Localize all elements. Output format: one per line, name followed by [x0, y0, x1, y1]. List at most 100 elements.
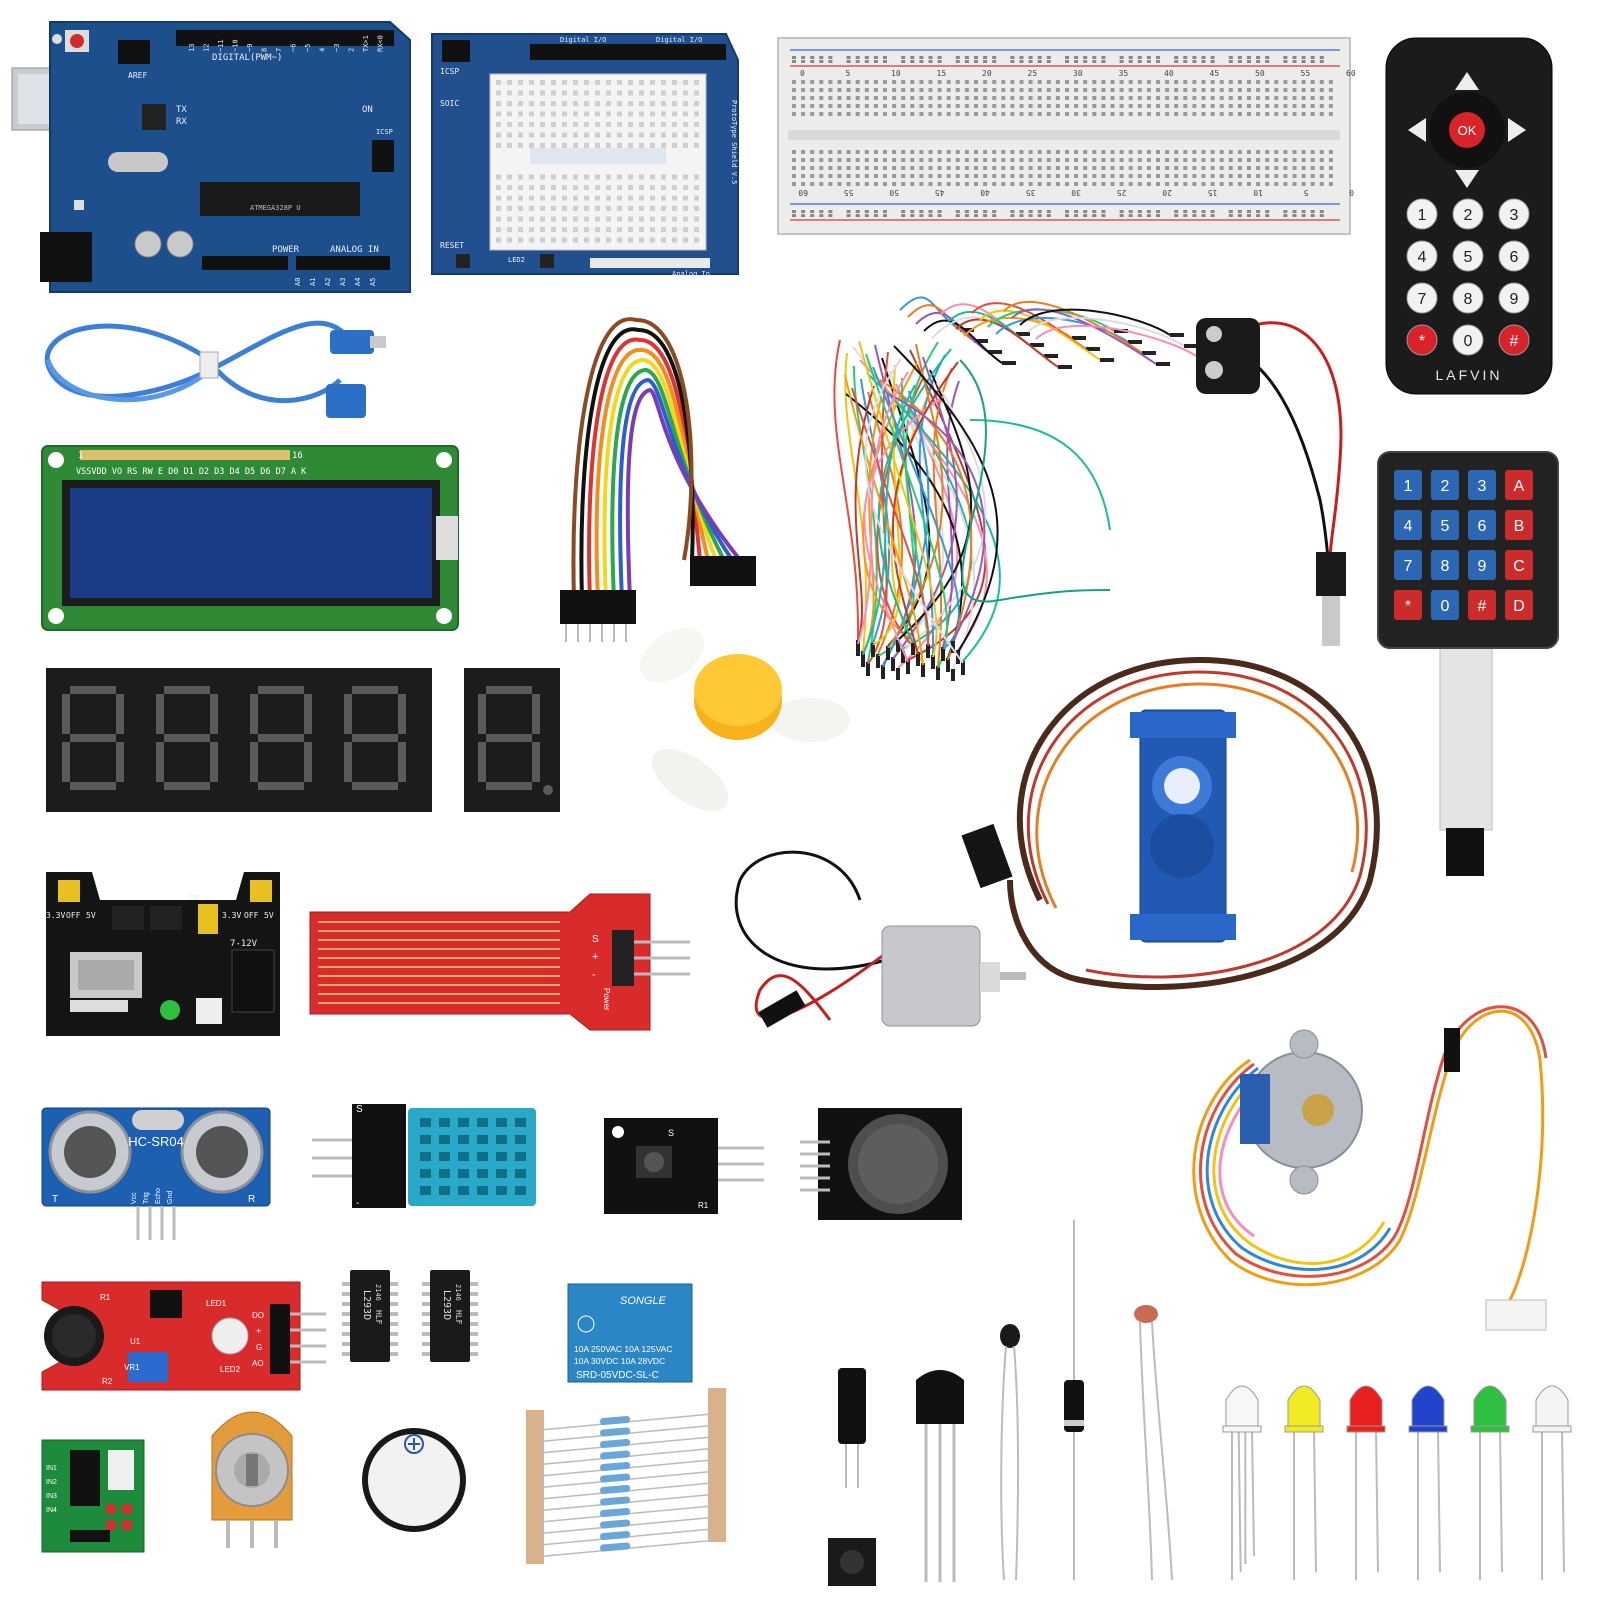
- breadboard-number: 15: [1208, 188, 1218, 197]
- uno-label-rx: RX: [176, 117, 187, 127]
- lcd-pin16-label: 16: [292, 451, 303, 461]
- keypad-key: [1505, 510, 1533, 540]
- segment: [532, 742, 540, 782]
- breadboard-number: 35: [1026, 188, 1036, 197]
- led-body: [1535, 1385, 1569, 1431]
- segment: [304, 742, 312, 782]
- sound-u1-label: U1: [130, 1337, 141, 1346]
- tilt-switch-icon: [838, 1368, 866, 1488]
- breadboard-number: 30: [1073, 69, 1083, 78]
- temperature-sensor-icon: [916, 1370, 964, 1582]
- remote-key: [1498, 282, 1530, 314]
- breadboard-number: 45: [935, 188, 945, 197]
- keypad-key: [1505, 550, 1533, 580]
- sound-led2-label: LED2: [220, 1365, 241, 1374]
- remote-key-label: 9: [1510, 291, 1519, 308]
- breadboard-number: 40: [1164, 69, 1174, 78]
- servo-motor-icon: [961, 656, 1380, 990]
- relay-rating-1: 10A 250VAC 10A 125VAC: [574, 1344, 672, 1354]
- keypad-key-label: 6: [1478, 518, 1487, 535]
- shield-label-icsp: ICSP: [440, 67, 459, 76]
- chip-part-label: L293D: [441, 1290, 452, 1320]
- keypad-key-label: C: [1513, 558, 1525, 575]
- breadboard-number: 45: [1210, 69, 1220, 78]
- water-level-sensor-icon: S + - Power: [309, 893, 690, 1031]
- remote-key-label: 5: [1464, 249, 1473, 266]
- keypad-key-label: A: [1514, 478, 1525, 495]
- keypad-key: [1468, 550, 1496, 580]
- ultrasonic-t-label: T: [52, 1194, 58, 1205]
- ultrasonic-pin-label: Trig: [143, 1192, 150, 1204]
- dht-minus-label: -: [356, 1198, 359, 1209]
- remote-key-label: *: [1419, 333, 1425, 350]
- stepper-motor-icon: [1192, 1005, 1548, 1331]
- remote-key-label: 3: [1510, 207, 1519, 224]
- keypad-key: [1505, 470, 1533, 500]
- uno-pin-label: TX>1: [362, 35, 370, 52]
- remote-key-label: 6: [1510, 249, 1519, 266]
- driver-input-label: IN3: [46, 1493, 57, 1500]
- chip-part-label: L293D: [361, 1290, 372, 1320]
- keypad-key-label: 3: [1478, 478, 1487, 495]
- led-body: [1349, 1385, 1383, 1431]
- sound-plus-label: +: [256, 1326, 261, 1336]
- uno-pin-label: 7: [275, 48, 283, 52]
- keypad-key: [1468, 470, 1496, 500]
- segment: [352, 782, 398, 790]
- uno-pin-label: 12: [203, 44, 211, 52]
- segment: [486, 782, 532, 790]
- pm-label-3v3-a: 3.3V: [46, 911, 65, 920]
- breadboard-number: 40: [980, 188, 990, 197]
- shield-label-analog: Analog In: [672, 270, 710, 278]
- remote-key-label: 0: [1464, 333, 1473, 350]
- dht-s-label: S: [356, 1104, 363, 1115]
- remote-ok-label: OK: [1458, 123, 1477, 138]
- lcd-pin-names: VSSVDD VO RS RW E D0 D1 D2 D3 D4 D5 D6 D…: [76, 467, 307, 477]
- uno-label-on: ON: [362, 105, 373, 115]
- uno-pin-label: 13: [188, 44, 196, 52]
- keypad-key: [1505, 590, 1533, 620]
- uno-label-chip: ATMEGA328P U: [250, 204, 301, 212]
- driver-input-label: IN4: [46, 1507, 57, 1514]
- usb-cable-icon: [44, 320, 386, 418]
- uno-analog-pin: A1: [309, 278, 317, 286]
- breadboard-number: 55: [1301, 69, 1311, 78]
- segment: [258, 686, 304, 694]
- shield-label-s1: S1: [536, 244, 544, 252]
- relay-rating-2: 10A 30VDC 10A 28VDC: [574, 1356, 665, 1366]
- segment: [62, 742, 70, 782]
- remote-brand-label: LAFVIN: [1435, 367, 1502, 383]
- water-label-s: S: [592, 934, 599, 945]
- uno-pin-label: ~10: [232, 39, 240, 52]
- uno-label-aref: AREF: [128, 71, 147, 80]
- remote-key: [1498, 324, 1530, 356]
- segment: [486, 686, 532, 694]
- water-label-plus: +: [592, 951, 598, 963]
- sound-do-label: DO: [252, 1311, 264, 1320]
- breadboard-number: 0: [1349, 188, 1354, 197]
- keypad-key: [1394, 590, 1422, 620]
- keypad-key: [1431, 590, 1459, 620]
- pm-label-gnd: GND: [188, 894, 201, 902]
- uno-label-icsp: ICSP: [376, 128, 393, 136]
- segment: [304, 694, 312, 734]
- uno-pin-label: ~9: [246, 44, 254, 52]
- segment: [344, 742, 352, 782]
- remote-key: [1406, 324, 1438, 356]
- four-digit-seven-segment-icon: [46, 668, 432, 812]
- sound-vr1-label: VR1: [124, 1363, 140, 1372]
- uno-pin-label: RX<0: [377, 35, 385, 52]
- keypad-key-label: 4: [1404, 518, 1413, 535]
- uno-analog-pin: A3: [339, 278, 347, 286]
- uno-analog-pin: A5: [369, 278, 377, 286]
- remote-key: [1452, 198, 1484, 230]
- led-set-icon: [1222, 1385, 1572, 1580]
- keypad-key-label: 0: [1441, 598, 1450, 615]
- uno-analog-pin: A4: [354, 278, 362, 286]
- segment: [258, 734, 304, 742]
- joystick-module-icon: [800, 1108, 962, 1220]
- fan-blade-icon: [639, 627, 850, 812]
- chip-date-label: 2146: [454, 1284, 462, 1301]
